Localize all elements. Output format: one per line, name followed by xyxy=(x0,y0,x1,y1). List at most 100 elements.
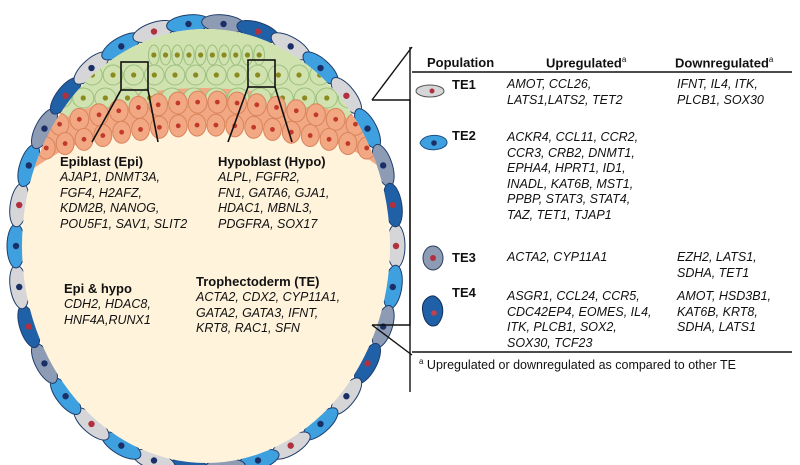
hypoblast-nucleus xyxy=(313,112,319,118)
hypoblast-nucleus xyxy=(62,141,68,146)
epiblast-nucleus xyxy=(80,95,86,101)
hypoblast-nucleus xyxy=(333,116,339,122)
gene-line: ACTA2, CYP11A1 xyxy=(507,250,608,264)
epiblast-nucleus xyxy=(174,52,180,58)
hypoblast-nucleus xyxy=(119,129,125,135)
hypoblast-nucleus xyxy=(214,99,220,105)
epiblast-nucleus xyxy=(193,72,199,78)
epiblast-nucleus xyxy=(124,95,131,101)
hypoblast-nucleus xyxy=(345,141,351,146)
epiblast-nucleus xyxy=(209,52,215,58)
hypoblast-nucleus xyxy=(353,121,358,127)
gene-line: INADL, KAT6B, MST1, xyxy=(507,176,634,191)
te1-down-genes: IFNT, IL4, ITK, PLCB1, SOX30 xyxy=(677,77,764,108)
hypoblast-nucleus xyxy=(136,105,141,110)
downregulated-header: Downregulateda xyxy=(675,55,773,70)
hypoblast-nucleus xyxy=(364,145,370,151)
te3-up-genes: ACTA2, CYP11A1 xyxy=(507,250,607,266)
hypoblast-nucleus xyxy=(175,100,181,106)
epi-hypo-genes: CDH2, HDAC8, HNF4A,RUNX1 xyxy=(64,297,151,328)
epiblast-genes-line: AJAP1, DNMT3A, xyxy=(60,170,161,184)
hypoblast-nucleus xyxy=(100,133,106,138)
hypoblast-label: Hypoblast (Hypo) ALPL, FGFR2, FN1, GATA6… xyxy=(218,154,329,232)
gene-line: AMOT, HSD3B1, xyxy=(677,289,772,303)
gene-line: CCR3, CRB2, DNMT1, xyxy=(507,145,635,160)
epiblast-genes: AJAP1, DNMT3A, FGF4, H2AFZ, KDM2B, NANOG… xyxy=(60,170,187,232)
epiblast-nucleus xyxy=(296,72,302,78)
hypoblast-nucleus xyxy=(274,105,279,110)
gene-line: IFNT, IL4, ITK, xyxy=(677,77,758,91)
epiblast-nucleus xyxy=(256,52,262,58)
trophectoderm-genes-line: ACTA2, CDX2, CYP11A1, xyxy=(196,290,341,304)
epi-hypo-title: Epi & hypo xyxy=(64,281,132,296)
epiblast-nucleus xyxy=(244,52,251,58)
te3-name: TE3 xyxy=(452,250,476,265)
hypoblast-nucleus xyxy=(96,112,102,118)
te4-down-genes: AMOT, HSD3B1, KAT6B, KRT8, SDHA, LATS1 xyxy=(677,289,771,336)
epiblast-label: Epiblast (Epi) AJAP1, DNMT3A, FGF4, H2AF… xyxy=(60,154,187,232)
hypoblast-nucleus xyxy=(254,102,260,108)
epiblast-nucleus xyxy=(324,95,330,101)
epiblast-genes-line: FGF4, H2AFZ, xyxy=(60,185,142,200)
gene-line: SOX30, TCF23 xyxy=(507,335,593,350)
epiblast-nucleus xyxy=(102,95,108,101)
hypoblast-nucleus xyxy=(155,102,161,108)
hypoblast-nucleus xyxy=(43,145,49,151)
epiblast-nucleus xyxy=(234,72,240,78)
trophectoderm-genes-line: KRT8, RAC1, SFN xyxy=(196,321,300,335)
hypoblast-nucleus xyxy=(251,124,257,130)
epiblast-genes-line: POU5F1, SAV1, SLIT2 xyxy=(60,216,188,231)
navy-cell-icon xyxy=(421,295,444,327)
epiblast-nucleus xyxy=(151,72,157,78)
light-gray-cell-icon xyxy=(415,84,445,98)
epiblast-nucleus xyxy=(255,72,261,78)
gene-line: KAT6B, KRT8, xyxy=(677,304,758,319)
hypoblast-genes-line: ALPL, FGFR2, xyxy=(218,170,300,184)
epiblast-nucleus xyxy=(131,72,137,78)
blue-cell-icon xyxy=(419,134,448,151)
hypoblast-nucleus xyxy=(326,136,332,142)
epiblast-nucleus xyxy=(221,52,227,58)
epi-hypo-genes-line: CDH2, HDAC8, xyxy=(64,297,151,311)
epiblast-nucleus xyxy=(213,72,219,78)
epiblast-nucleus xyxy=(186,52,192,58)
epiblast-nucleus xyxy=(172,72,178,78)
gene-line: PPBP, STAT3, STAT4, xyxy=(507,192,631,206)
epiblast-nucleus xyxy=(275,72,281,78)
hypoblast-genes-line: HDAC1, MBNL3, xyxy=(218,201,313,215)
trophectoderm-genes-line: GATA2, GATA3, IFNT, xyxy=(196,305,319,320)
epiblast-nucleus xyxy=(233,52,239,58)
hypoblast-nucleus xyxy=(156,124,162,130)
hypoblast-zoom-box xyxy=(247,59,276,88)
hypoblast-genes-line: FN1, GATA6, GJA1, xyxy=(218,185,330,200)
hypoblast-genes: ALPL, FGFR2, FN1, GATA6, GJA1, HDAC1, MB… xyxy=(218,170,329,232)
hypoblast-nucleus xyxy=(195,99,201,105)
epiblast-nucleus xyxy=(198,52,204,58)
trophectoderm-genes: ACTA2, CDX2, CYP11A1, GATA2, GATA3, IFNT… xyxy=(196,290,340,337)
zoom-indicators xyxy=(91,59,293,143)
trophectoderm-title: Trophectoderm (TE) xyxy=(196,274,320,289)
te4-up-genes: ASGR1, CCL24, CCR5, CDC42EP4, EOMES, IL4… xyxy=(507,289,652,351)
gene-line: EPHA4, HPRT1, ID1, xyxy=(507,161,626,175)
te2-name: TE2 xyxy=(452,128,476,143)
hypoblast-nucleus xyxy=(138,127,143,132)
hypoblast-nucleus xyxy=(57,121,62,127)
te1-name: TE1 xyxy=(452,77,476,92)
hypoblast-nucleus xyxy=(116,108,122,114)
te1-up-genes: AMOT, CCL26, LATS1,LATS2, TET2 xyxy=(507,77,623,108)
table-footnote: a Upregulated or downregulated as compar… xyxy=(419,357,736,372)
epi-hypo-label: Epi & hypo CDH2, HDAC8, HNF4A,RUNX1 xyxy=(64,281,151,328)
epiblast-nucleus xyxy=(302,95,308,101)
te2-up-genes: ACKR4, CCL11, CCR2, CCR3, CRB2, DNMT1, E… xyxy=(507,130,638,223)
hypoblast-nucleus xyxy=(307,133,313,138)
downregulated-header-text: Downregulated xyxy=(675,55,769,71)
trophectoderm-label: Trophectoderm (TE) ACTA2, CDX2, CYP11A1,… xyxy=(196,274,340,337)
hypoblast-nucleus xyxy=(81,136,87,142)
hypoblast-nucleus xyxy=(270,127,275,132)
hypoblast-nucleus xyxy=(76,116,82,122)
epi-hypo-genes-line: HNF4A,RUNX1 xyxy=(64,312,151,327)
table-bracket xyxy=(371,46,413,392)
epiblast-nucleus xyxy=(110,72,116,78)
te3-down-genes: EZH2, LATS1, SDHA, TET1 xyxy=(677,250,757,281)
